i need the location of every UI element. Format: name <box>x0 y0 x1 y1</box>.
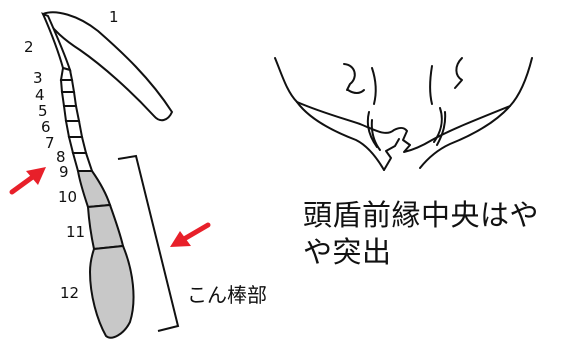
segment-label-3: 3 <box>33 69 43 87</box>
segment-label-11: 11 <box>66 223 86 241</box>
antenna-segment-10 <box>76 170 112 209</box>
club-label: こん棒部 <box>187 283 267 307</box>
clypeus-drawing <box>274 57 533 171</box>
arrow-left <box>9 167 46 195</box>
antenna-segment-5 <box>60 91 78 107</box>
segment-label-12: 12 <box>60 284 80 302</box>
arrow-right <box>170 222 211 247</box>
caption-line-2: や突出 <box>303 235 392 269</box>
antenna-segment-1 <box>41 11 174 122</box>
caption-line-1: 頭盾前縁中央はや <box>303 198 540 232</box>
antenna-segment-12 <box>88 244 135 339</box>
segment-label-8: 8 <box>56 148 66 166</box>
antenna-segment-4 <box>59 79 76 93</box>
antenna-funicle <box>59 66 94 172</box>
segment-label-4: 4 <box>35 86 45 104</box>
segment-label-9: 9 <box>59 163 69 181</box>
segment-label-5: 5 <box>38 102 48 120</box>
segment-label-10: 10 <box>58 188 78 206</box>
antenna-segment-8 <box>67 136 88 154</box>
segment-label-7: 7 <box>45 134 55 152</box>
antenna-segment-9 <box>71 152 94 172</box>
club-bracket <box>117 154 180 332</box>
antenna-segment-3 <box>59 66 74 81</box>
antenna-segment-7 <box>64 120 84 138</box>
segment-label-1: 1 <box>109 8 119 26</box>
antenna-segment-6 <box>62 105 81 122</box>
antenna-club <box>76 170 135 339</box>
segment-label-6: 6 <box>41 118 51 136</box>
antenna-segment-11 <box>86 203 125 251</box>
segment-label-2: 2 <box>24 38 34 56</box>
